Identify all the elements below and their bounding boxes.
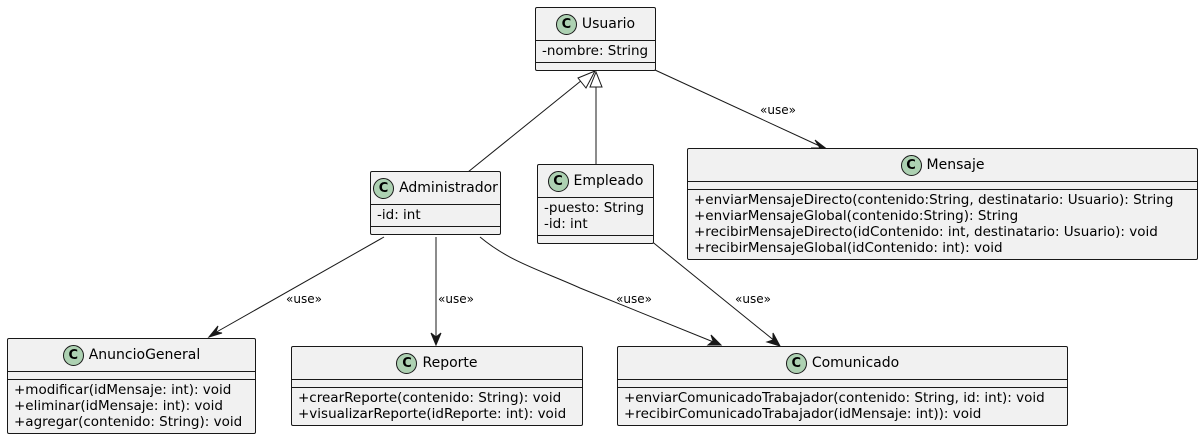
method: +modificar(idMensaje: int): void (14, 382, 232, 398)
methods-section: +enviarComunicadoTrabajador(contenido: S… (618, 388, 1067, 425)
class-name: Empleado (573, 173, 644, 189)
class-empleado: C Empleado -puesto: String -id: int (537, 164, 654, 244)
class-name: Mensaje (926, 157, 985, 173)
class-reporte: C Reporte +crearReporte(contenido: Strin… (291, 346, 583, 426)
method: +eliminar(idMensaje: int): void (14, 398, 223, 414)
use-label-administrador-reporte: «use» (438, 292, 474, 306)
method: +recibirMensajeGlobal(idContenido: int):… (694, 240, 1003, 256)
attributes-section (688, 182, 1197, 190)
methods-section: +modificar(idMensaje: int): void +elimin… (8, 380, 255, 433)
class-header: C Comunicado (618, 347, 1067, 380)
use-arrowhead (765, 332, 782, 347)
use-arrowhead (706, 334, 723, 346)
attributes-section (618, 380, 1067, 388)
class-name: AnuncioGeneral (88, 347, 201, 363)
method: +enviarMensajeGlobal(contenido:String): … (694, 208, 1019, 224)
class-header: C Reporte (292, 347, 582, 380)
edge-administrador-usuario (467, 75, 588, 173)
class-name: Comunicado (811, 355, 900, 371)
inheritance-arrowhead (589, 70, 603, 88)
method: +crearReporte(contenido: String): void (298, 390, 562, 406)
edge-administrador-anuncio (212, 236, 385, 335)
class-icon: C (547, 170, 569, 192)
use-arrowhead (430, 332, 442, 347)
use-label-empleado-comunicado: «use» (735, 292, 771, 306)
class-icon: C (373, 177, 395, 199)
class-mensaje: C Mensaje +enviarMensajeDirecto(contenid… (687, 148, 1198, 260)
attribute: -id: int (377, 207, 421, 223)
use-label-usuario-mensaje: «use» (760, 103, 796, 117)
attribute: -puesto: String (544, 200, 645, 216)
method: +enviarMensajeDirecto(contenido:String, … (694, 192, 1174, 208)
attributes-section (292, 380, 582, 388)
class-name: Usuario (581, 16, 636, 32)
class-usuario: C Usuario -nombre: String (535, 7, 656, 71)
class-header: C AnuncioGeneral (8, 339, 255, 372)
edge-empleado-comunicado (649, 239, 777, 343)
class-header: C Administrador (371, 172, 500, 205)
class-anunciogeneral: C AnuncioGeneral +modificar(idMensaje: i… (7, 338, 256, 434)
method: +visualizarReporte(idReporte: int): void (298, 406, 567, 422)
method: +recibirMensajeDirecto(idContenido: int,… (694, 224, 1158, 240)
class-icon: C (785, 352, 807, 374)
class-header: C Mensaje (688, 149, 1197, 182)
methods-section: +crearReporte(contenido: String): void +… (292, 388, 582, 425)
attributes-section: -nombre: String (536, 41, 655, 63)
class-name: Reporte (422, 355, 478, 371)
class-icon: C (555, 13, 577, 35)
methods-section (538, 236, 653, 243)
method: +recibirComunicadoTrabajador(idMensaje: … (624, 406, 982, 422)
methods-section: +enviarMensajeDirecto(contenido:String, … (688, 190, 1197, 259)
edge-administrador-comunicado (479, 236, 717, 344)
attributes-section: -puesto: String -id: int (538, 198, 653, 236)
class-name: Administrador (399, 180, 498, 196)
class-administrador: C Administrador -id: int (370, 171, 501, 235)
class-header: C Empleado (538, 165, 653, 198)
method: +enviarComunicadoTrabajador(contenido: S… (624, 390, 1045, 406)
class-header: C Usuario (536, 8, 655, 41)
class-icon: C (396, 352, 418, 374)
use-label-administrador-comunicado: «use» (616, 292, 652, 306)
edge-usuario-mensaje (654, 69, 825, 149)
method: +agregar(contenido: String): void (14, 414, 243, 430)
attribute: -nombre: String (542, 43, 649, 59)
inheritance-arrowhead (577, 70, 597, 89)
attributes-section (8, 372, 255, 380)
attribute: -id: int (544, 216, 588, 232)
methods-section (371, 227, 500, 234)
use-arrowhead (207, 325, 223, 338)
attributes-section: -id: int (371, 205, 500, 227)
use-label-administrador-anuncio: «use» (286, 292, 322, 306)
class-comunicado: C Comunicado +enviarComunicadoTrabajador… (617, 346, 1068, 426)
class-icon: C (62, 344, 84, 366)
methods-section (536, 63, 655, 70)
class-icon: C (900, 154, 922, 176)
